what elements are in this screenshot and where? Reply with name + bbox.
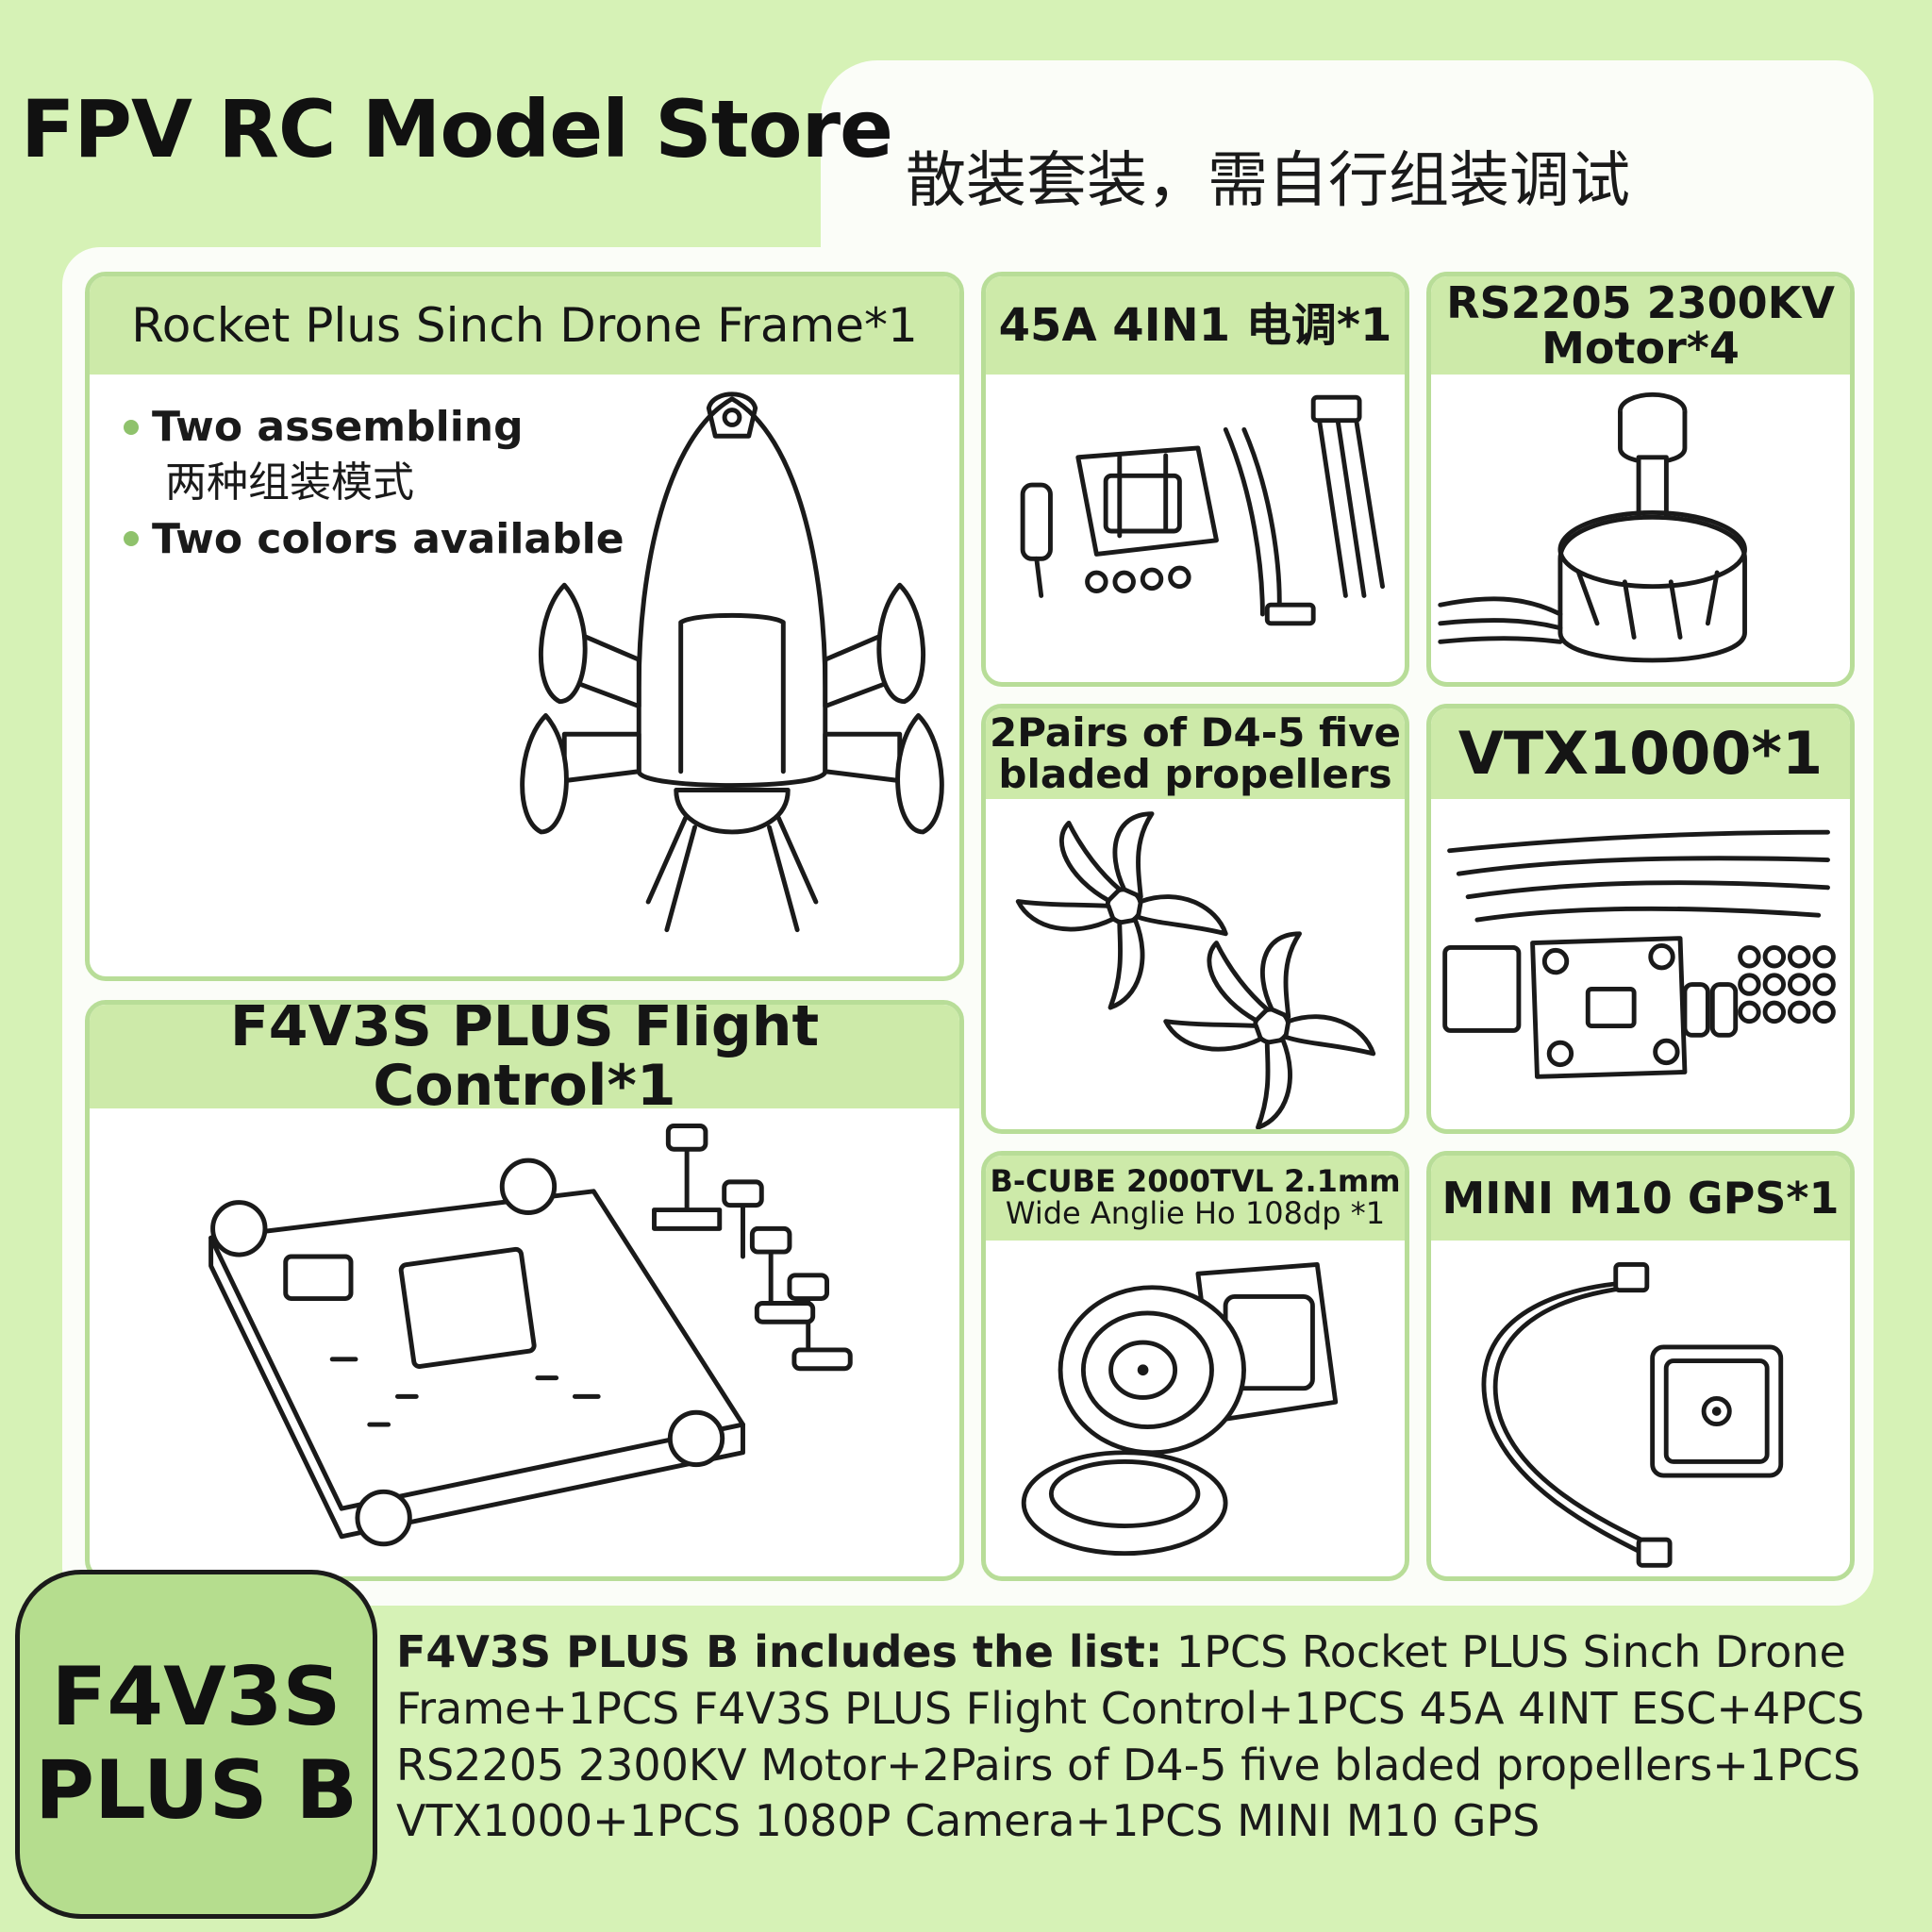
frame-card-title: Rocket Plus Sinch Drone Frame*1	[90, 276, 959, 375]
store-title: FPV RC Model Store	[21, 83, 893, 175]
camera-card: B-CUBE 2000TVL 2.1mm Wide Anglie Ho 108d…	[981, 1151, 1409, 1581]
feature-item: Two colors available	[124, 511, 625, 567]
propellers-illustration	[986, 803, 1405, 1129]
package-list-heading: F4V3S PLUS B includes the list:	[396, 1626, 1163, 1677]
flight-control-illustration	[90, 1114, 959, 1576]
frame-feature-list: Two assembling 两种组装模式 Two colors availab…	[124, 399, 625, 567]
camera-card-title: B-CUBE 2000TVL 2.1mm Wide Anglie Ho 108d…	[986, 1156, 1405, 1241]
propellers-card-title: 2Pairs of D4-5 five bladed propellers	[986, 708, 1405, 799]
package-contents: F4V3S PLUS B includes the list: 1PCS Roc…	[396, 1624, 1915, 1850]
motor-card-title: RS2205 2300KV Motor*4	[1431, 276, 1850, 375]
feature-sub-item: 两种组装模式	[165, 458, 414, 508]
bullet-icon	[124, 531, 139, 547]
package-list-body: 1PCS Rocket PLUS Sinch Drone Frame+1PCS …	[396, 1626, 1865, 1847]
motor-title-line2: Motor*4	[1541, 323, 1740, 374]
camera-illustration	[986, 1246, 1405, 1576]
motor-card: RS2205 2300KV Motor*4	[1426, 272, 1855, 687]
esc-card: 45A 4IN1 电调*1	[981, 272, 1409, 687]
esc-illustration	[986, 380, 1405, 682]
vtx-board-icon	[1442, 829, 1836, 1079]
package-badge: F4V3S PLUS B	[15, 1570, 377, 1919]
flight-control-card-title: F4V3S PLUS Flight Control*1	[90, 1005, 959, 1116]
flight-controller-icon	[208, 1124, 853, 1547]
frame-card: Rocket Plus Sinch Drone Frame*1 Two asse…	[85, 272, 964, 981]
motor-illustration	[1431, 380, 1850, 682]
subtitle-tab	[821, 60, 1874, 287]
camera-icon	[1021, 1262, 1339, 1557]
screws-group	[1738, 944, 1836, 1024]
assembly-note: 散装套装，需自行组装调试	[906, 146, 1630, 216]
propellers-title-line2: bladed propellers	[998, 751, 1392, 797]
badge-line2: PLUS B	[34, 1743, 358, 1838]
vtx-card: VTX1000*1	[1426, 704, 1855, 1134]
bullet-icon	[124, 419, 139, 435]
motor-icon	[1438, 391, 1747, 663]
camera-title-line2: Wide Anglie Ho 108dp *1	[1005, 1195, 1386, 1231]
propellers-title-line1: 2Pairs of D4-5 five	[989, 708, 1402, 756]
rocket-drone-icon	[520, 391, 944, 933]
gps-module-icon	[1481, 1262, 1784, 1568]
propellers-card: 2Pairs of D4-5 five bladed propellers	[981, 704, 1409, 1134]
gps-card-title: MINI M10 GPS*1	[1431, 1156, 1850, 1241]
vtx-card-title: VTX1000*1	[1431, 708, 1850, 799]
camera-title-line1: B-CUBE 2000TVL 2.1mm	[990, 1163, 1401, 1200]
propeller-icon	[1015, 811, 1376, 1129]
vtx-illustration	[1431, 803, 1850, 1129]
drone-frame-illustration	[505, 380, 959, 976]
badge-line1: F4V3S	[51, 1650, 341, 1745]
gps-card: MINI M10 GPS*1	[1426, 1151, 1855, 1581]
motor-title-line1: RS2205 2300KV	[1446, 276, 1835, 328]
gps-illustration	[1431, 1246, 1850, 1576]
esc-card-title: 45A 4IN1 电调*1	[986, 276, 1405, 375]
esc-board-icon	[1020, 394, 1385, 626]
flight-control-card: F4V3S PLUS Flight Control*1	[85, 1000, 964, 1581]
feature-item: Two assembling	[124, 399, 625, 455]
